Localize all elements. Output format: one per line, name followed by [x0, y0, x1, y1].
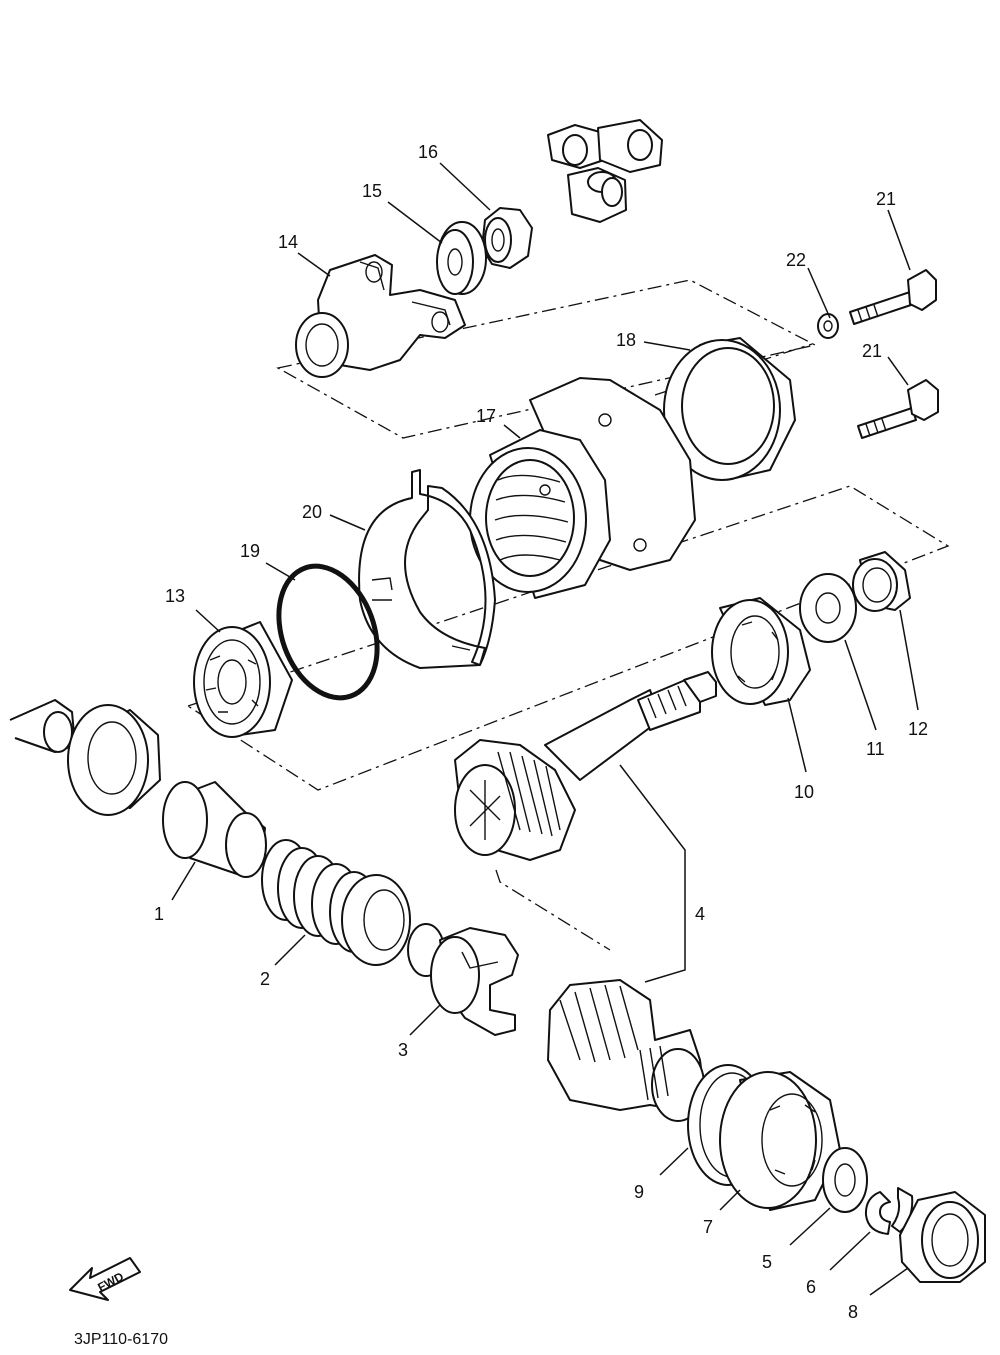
- part-8-nut: [899, 1191, 986, 1283]
- part-4-pinion-gear: [454, 739, 576, 861]
- label-part-17: 17: [476, 406, 496, 426]
- part-11-washer: [799, 573, 857, 643]
- label-part-19: 19: [240, 541, 260, 561]
- label-part-21-lower: 21: [862, 341, 882, 361]
- part-15-washer: [436, 221, 487, 295]
- label-part-3: 3: [398, 1040, 408, 1060]
- label-part-2: 2: [260, 969, 270, 989]
- part-22-washer: [817, 313, 839, 339]
- leader-lines: [171, 162, 919, 1296]
- part-14-yoke: [295, 254, 466, 378]
- left-bearing: [67, 704, 161, 816]
- label-part-16: 16: [418, 142, 438, 162]
- part-number-labels: 1 2 3 4 5 6 7 8 9 10 11 12 13 14 15 16 1…: [154, 142, 928, 1322]
- label-part-20: 20: [302, 502, 322, 522]
- part-12-seal: [852, 551, 911, 612]
- part-5-washer-hole: [834, 1163, 856, 1197]
- left-shaft-stub: [9, 699, 76, 753]
- label-part-18: 18: [616, 330, 636, 350]
- label-part-6: 6: [806, 1277, 816, 1297]
- label-part-13: 13: [165, 586, 185, 606]
- label-part-10: 10: [794, 782, 814, 802]
- label-part-1: 1: [154, 904, 164, 924]
- label-part-5: 5: [762, 1252, 772, 1272]
- label-part-11: 11: [866, 739, 885, 759]
- label-part-8: 8: [848, 1302, 858, 1322]
- fwd-arrow: FWD: [69, 1257, 141, 1301]
- part-3-cam: [407, 923, 519, 1036]
- part-20-notches: [371, 577, 471, 651]
- label-part-7: 7: [703, 1217, 713, 1237]
- part-19-o-ring: [276, 563, 380, 701]
- doc-code: 3JP110-6170: [74, 1331, 168, 1348]
- part-20-lock-plate: [358, 469, 496, 669]
- label-part-21-upper: 21: [876, 189, 896, 209]
- label-part-15: 15: [362, 181, 382, 201]
- label-part-9: 9: [634, 1182, 644, 1202]
- part-21-bolt-upper: [849, 269, 937, 325]
- upper-group-boundary: [276, 279, 817, 439]
- part-13-bearing: [193, 621, 293, 738]
- label-part-22: 22: [786, 250, 806, 270]
- part-22-washer-hole: [823, 320, 833, 332]
- part-7-bearing: [719, 1071, 841, 1211]
- part-18-ring: [663, 337, 796, 481]
- part-10-bearing: [711, 597, 811, 706]
- part-21-bolt-lower: [857, 379, 939, 439]
- label-part-4: 4: [695, 904, 705, 924]
- label-part-14: 14: [278, 232, 298, 252]
- part-2-spring: [261, 839, 411, 966]
- part-17-housing: [469, 377, 696, 599]
- gear-alignment-line: [495, 869, 611, 951]
- part-4-shaft: [544, 671, 717, 781]
- part-5-washer: [822, 1147, 868, 1213]
- part-16-nut: [481, 207, 533, 269]
- part-1-collar: [162, 781, 267, 878]
- part-6-lock-washer: [864, 1187, 914, 1235]
- part-4-ring-gear: [547, 979, 706, 1122]
- label-part-12: 12: [908, 719, 928, 739]
- universal-joint: [547, 119, 663, 223]
